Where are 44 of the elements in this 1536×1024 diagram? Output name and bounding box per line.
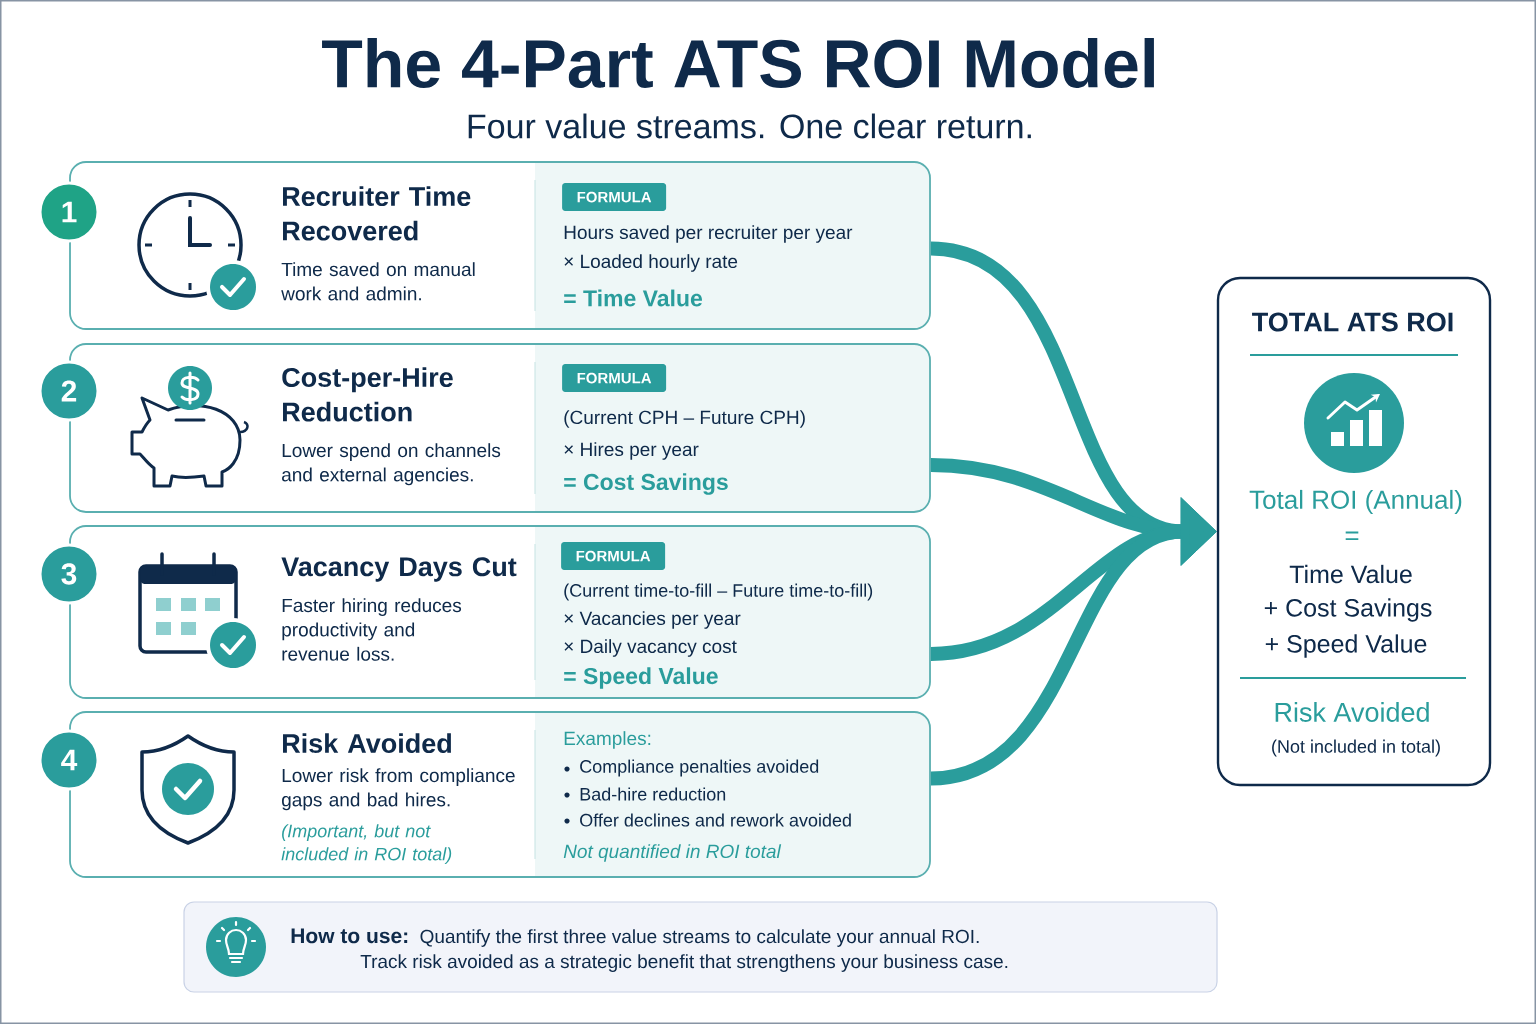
banner-text: Track risk avoided as a strategic benefit that strengthens your business case. [360,954,1008,972]
equals-sign: = [1345,531,1359,540]
excluded-note: (Not included in total) [1272,739,1440,757]
banner-heading: How to use: [291,928,408,944]
formula-line: Hours saved per recruiter per year [564,225,853,243]
formula-tag: FORMULA [562,183,667,212]
card-description: Time saved on manual work and admin. [281,262,475,301]
number-badge: 4 [38,729,100,791]
formula-result: = Time Value [564,289,702,307]
examples-heading: Examples: [564,731,651,749]
formula-result: = Speed Value [564,667,718,689]
bullet-item: Bad-hire reduction [564,787,726,801]
formula-line: (Current time-to-fill – Future time-to-fill) [564,583,873,601]
bullet-item: Compliance penalties avoided [564,759,819,777]
formula-line: (Current CPH – Future CPH) [564,410,805,428]
note-text: Not quantified in ROI total [563,844,782,862]
card-description: Lower spend on channels and external agencies. [282,443,501,486]
excluded-heading: Risk Avoided [1275,702,1429,722]
card-description: Lower risk from compliance gaps and bad hires. [282,768,515,811]
formula-result: = Cost Savings [564,473,728,495]
title: The 4-Part ATS ROI Model [322,38,1154,88]
subtitle: Four value streams. One clear return. [468,113,1031,139]
sum-term: Time Value [1289,564,1412,584]
formula-line: × Hires per year [564,442,699,460]
card-title: Cost-per-Hire Reduction [282,367,453,422]
sum-term: + Cost Savings [1264,598,1432,622]
card-title: Risk Avoided [283,733,451,754]
formula-line: × Daily vacancy cost [564,639,737,657]
number-badge: 3 [38,543,100,605]
note-text: (Important, but not included in ROI total) [281,824,452,864]
number-badge: 2 [38,360,100,422]
result-heading: Total ROI (Annual) [1249,489,1462,515]
formula-tag: FORMULA [561,542,666,571]
card-description: Faster hiring reduces productivity and revenue loss. [282,598,462,661]
formula-line: × Vacancies per year [564,611,741,629]
number-badge: 1 [38,181,100,243]
bullet-item: Offer declines and rework avoided [564,813,851,827]
formula-line: × Loaded hourly rate [564,254,738,272]
banner-text: Quantify the first three value streams to calculate your annual ROI. [420,929,979,947]
box-heading: TOTAL ATS ROI [1252,312,1453,332]
card-title: Recruiter Time Recovered [283,186,471,241]
card-title: Vacancy Days Cut [281,557,517,582]
sum-term: + Speed Value [1265,634,1427,658]
formula-tag: FORMULA [562,364,667,393]
